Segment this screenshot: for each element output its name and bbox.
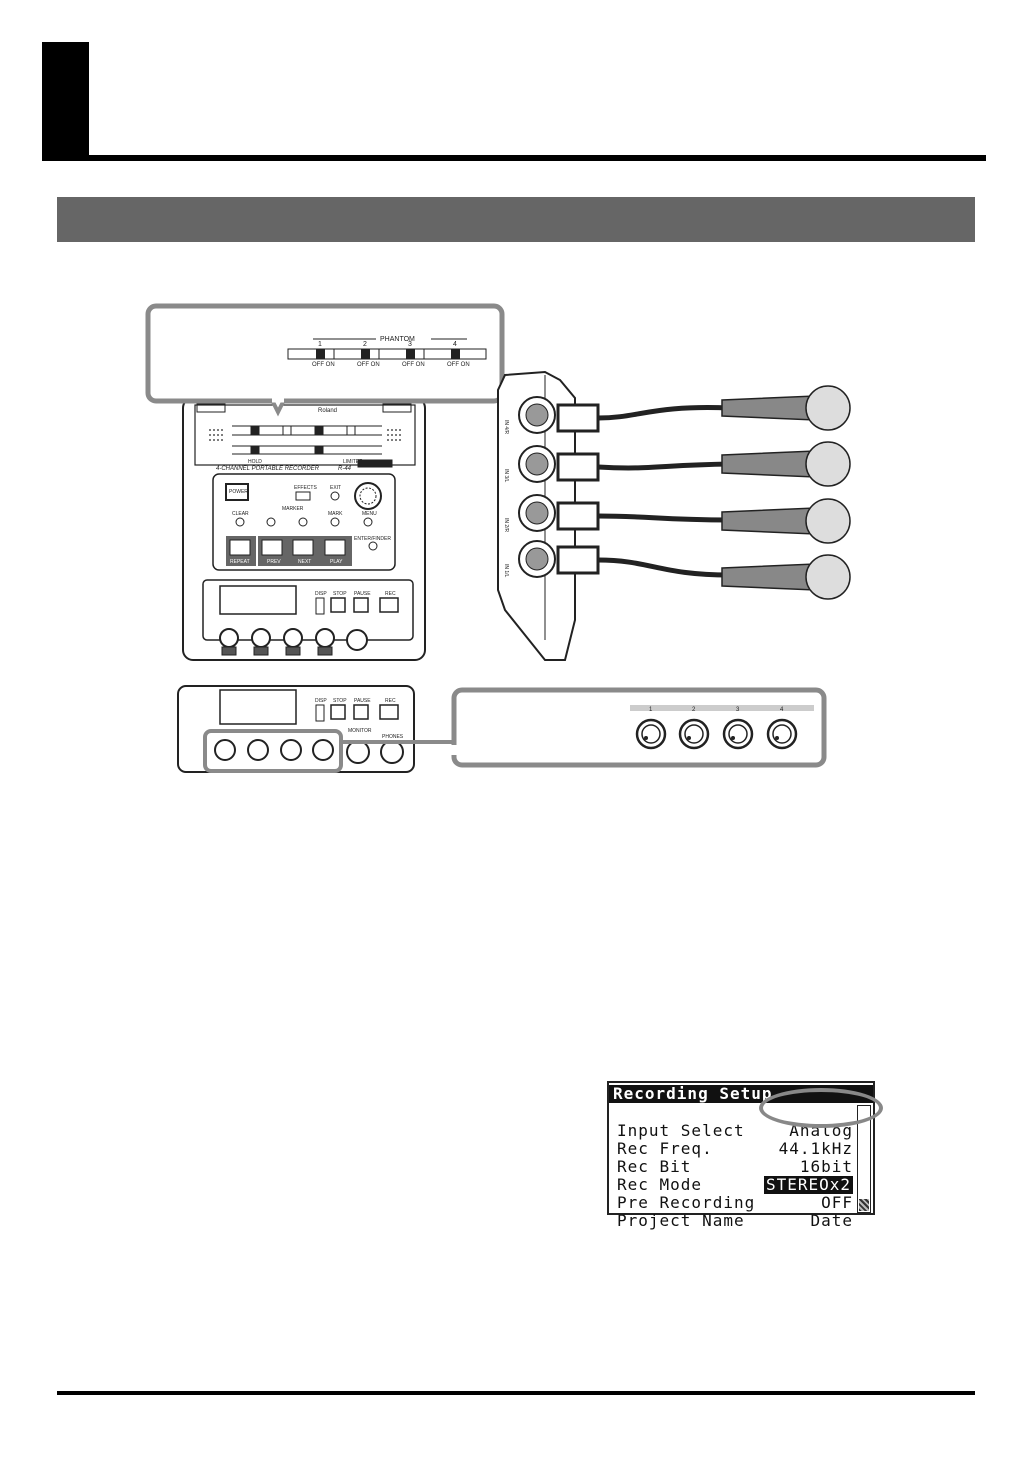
svg-text:IN 4/R: IN 4/R <box>503 420 509 435</box>
svg-text:POWER: POWER <box>229 489 248 495</box>
svg-text:IN 3/L: IN 3/L <box>503 469 509 483</box>
svg-text:R-44: R-44 <box>338 466 352 472</box>
input-select-highlight-oval <box>759 1088 883 1128</box>
svg-text:1: 1 <box>649 707 653 713</box>
svg-text:DISP: DISP <box>315 698 327 704</box>
svg-text:PHANTOM: PHANTOM <box>380 336 415 343</box>
svg-text:2: 2 <box>363 341 367 348</box>
svg-text:2: 2 <box>692 707 696 713</box>
recorder-side-view: IN 4/R IN 3/L IN 2/R IN 1/L <box>497 370 851 661</box>
svg-text:IN 2/R: IN 2/R <box>503 518 509 533</box>
svg-text:REPEAT: REPEAT <box>230 559 250 565</box>
svg-text:REC: REC <box>385 698 396 704</box>
brand-logo: Roland <box>318 408 337 414</box>
microphone-icon <box>721 385 851 600</box>
phantom-switch-callout: PHANTOM 1 2 3 4 OFF ON OFF ON OFF ON OFF… <box>145 303 505 417</box>
svg-text:PREV: PREV <box>267 559 281 565</box>
svg-text:DISP: DISP <box>315 591 327 597</box>
header-rule <box>42 155 986 161</box>
svg-text:STOP: STOP <box>333 698 347 704</box>
svg-text:MARK: MARK <box>328 511 343 517</box>
svg-text:4: 4 <box>453 341 457 348</box>
svg-text:CLEAR: CLEAR <box>232 511 249 517</box>
svg-text:NEXT: NEXT <box>298 559 311 565</box>
recorder-bottom-view: DISP STOP PAUSE REC MONITOR PHONES <box>177 685 415 773</box>
svg-text:STOP: STOP <box>333 591 347 597</box>
svg-text:4-CHANNEL PORTABLE RECORDER: 4-CHANNEL PORTABLE RECORDER <box>216 466 320 472</box>
svg-text:REC: REC <box>385 591 396 597</box>
svg-text:3: 3 <box>736 707 740 713</box>
footer-rule <box>57 1391 975 1395</box>
svg-text:ENTER/FINDER: ENTER/FINDER <box>354 536 391 542</box>
svg-text:MENU: MENU <box>362 511 377 517</box>
svg-text:OFF ON: OFF ON <box>312 362 335 368</box>
lcd-row-rec-freq: Rec Freq.44.1kHz <box>617 1139 853 1158</box>
svg-text:1: 1 <box>318 341 322 348</box>
svg-text:EXIT: EXIT <box>330 485 341 491</box>
svg-text:HOLD: HOLD <box>248 459 262 465</box>
svg-text:OFF ON: OFF ON <box>447 362 470 368</box>
svg-text:PAUSE: PAUSE <box>354 698 371 704</box>
svg-text:PHONES: PHONES <box>382 734 404 740</box>
svg-text:EFFECTS: EFFECTS <box>294 485 317 491</box>
section-heading-bar <box>57 197 975 242</box>
svg-text:MARKER: MARKER <box>282 506 304 512</box>
chapter-tab <box>42 42 89 161</box>
recorder-front-view: Roland HOLD LIMITER 4-CHANNEL PORTABLE R… <box>182 397 426 661</box>
svg-text:IN 1/L: IN 1/L <box>503 564 509 578</box>
svg-text:PAUSE: PAUSE <box>354 591 371 597</box>
svg-text:4: 4 <box>780 707 784 713</box>
svg-text:3: 3 <box>408 341 412 348</box>
svg-text:PLAY: PLAY <box>330 559 343 565</box>
svg-text:OFF ON: OFF ON <box>402 362 425 368</box>
svg-text:OFF ON: OFF ON <box>357 362 380 368</box>
level-knob-callout: 1 2 3 4 <box>341 687 827 768</box>
svg-text:LIMITER: LIMITER <box>343 459 363 465</box>
svg-text:MONITOR: MONITOR <box>348 728 372 734</box>
